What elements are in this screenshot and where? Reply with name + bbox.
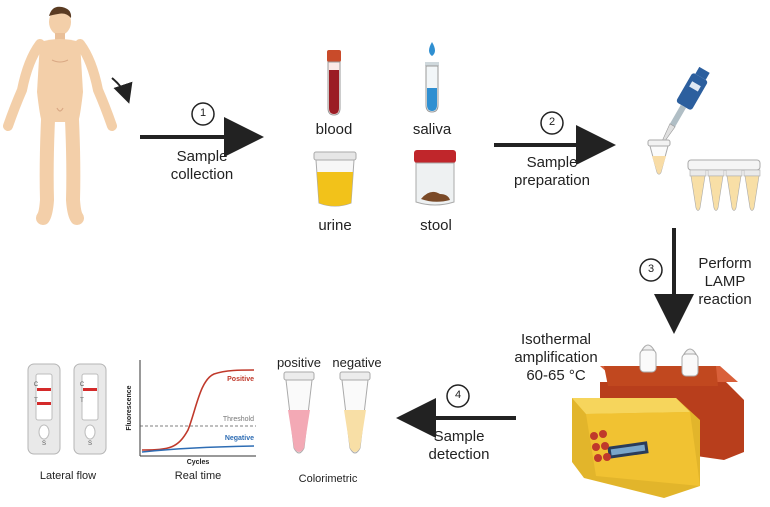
- heat-block-icon: [572, 344, 744, 498]
- stool-label: stool: [420, 217, 452, 234]
- positive-curve-label: Positive: [227, 376, 254, 383]
- small-curved-arrow-icon: [111, 77, 133, 104]
- pcr-strip-icon: [687, 159, 761, 211]
- lateral-flow-c-mark-2: C: [79, 382, 85, 388]
- step-4-number: 4: [454, 389, 462, 401]
- urine-label: urine: [318, 217, 352, 234]
- threshold-label: Threshold: [222, 416, 254, 423]
- step-1-label-line1: Sample: [176, 148, 228, 165]
- blood-tube-icon: [327, 50, 341, 116]
- real-time-ylabel: Fluorescence: [126, 385, 133, 431]
- step-2-number: 2: [548, 116, 556, 128]
- negative-tube-label: negative: [332, 355, 382, 370]
- colorimetric-caption: Colorimetric: [298, 473, 358, 485]
- human-figure-icon: [3, 6, 117, 225]
- saliva-tube-icon: [425, 42, 439, 113]
- step-2-label-line2: preparation: [514, 172, 590, 189]
- step-4-label-line1: Sample: [433, 428, 485, 445]
- stool-container-icon: [414, 150, 456, 206]
- lateral-flow-s-mark-1: S: [41, 441, 46, 447]
- real-time-plot: [139, 360, 256, 457]
- step-1-number: 1: [199, 107, 207, 119]
- positive-curve: [141, 369, 255, 451]
- step-4-label-line2: detection: [428, 446, 490, 463]
- negative-curve: [141, 445, 255, 453]
- real-time-caption: Real time: [174, 470, 222, 482]
- positive-tube-label: positive: [276, 355, 322, 370]
- positive-tube-icon: [283, 371, 315, 454]
- lateral-flow-t-mark-1: T: [34, 398, 38, 404]
- single-pcr-tube-icon: [647, 139, 671, 175]
- lateral-flow-s-mark-2: S: [87, 441, 92, 447]
- negative-tube-icon: [339, 371, 371, 454]
- amplification-line3: 60-65 °C: [526, 367, 586, 384]
- step-4-badge: [446, 384, 470, 408]
- lateral-flow-caption: Lateral flow: [39, 470, 97, 482]
- amplification-line2: amplification: [514, 349, 598, 366]
- urine-cup-icon: [313, 151, 357, 207]
- blood-label: blood: [315, 121, 353, 138]
- lateral-flow-cassette-negative: [73, 363, 107, 455]
- step-3-label-line3: reaction: [698, 291, 752, 308]
- step-2-label-line1: Sample: [526, 154, 578, 171]
- step-3-label-line1: Perform: [698, 255, 752, 272]
- amplification-line1: Isothermal: [520, 331, 592, 348]
- real-time-xlabel: Cycles: [186, 459, 210, 466]
- step-3-badge: [639, 258, 663, 282]
- lateral-flow-t-mark-2: T: [80, 398, 84, 404]
- lateral-flow-c-mark-1: C: [33, 382, 39, 388]
- step-3-number: 3: [647, 263, 655, 275]
- step-1-badge: [191, 102, 215, 126]
- lateral-flow-cassette-positive: [27, 363, 61, 455]
- step-3-label-line2: LAMP: [704, 273, 746, 290]
- negative-curve-label: Negative: [224, 435, 254, 442]
- step-2-badge: [540, 111, 564, 135]
- step-1-label-line2: collection: [170, 166, 234, 183]
- saliva-label: saliva: [412, 121, 452, 138]
